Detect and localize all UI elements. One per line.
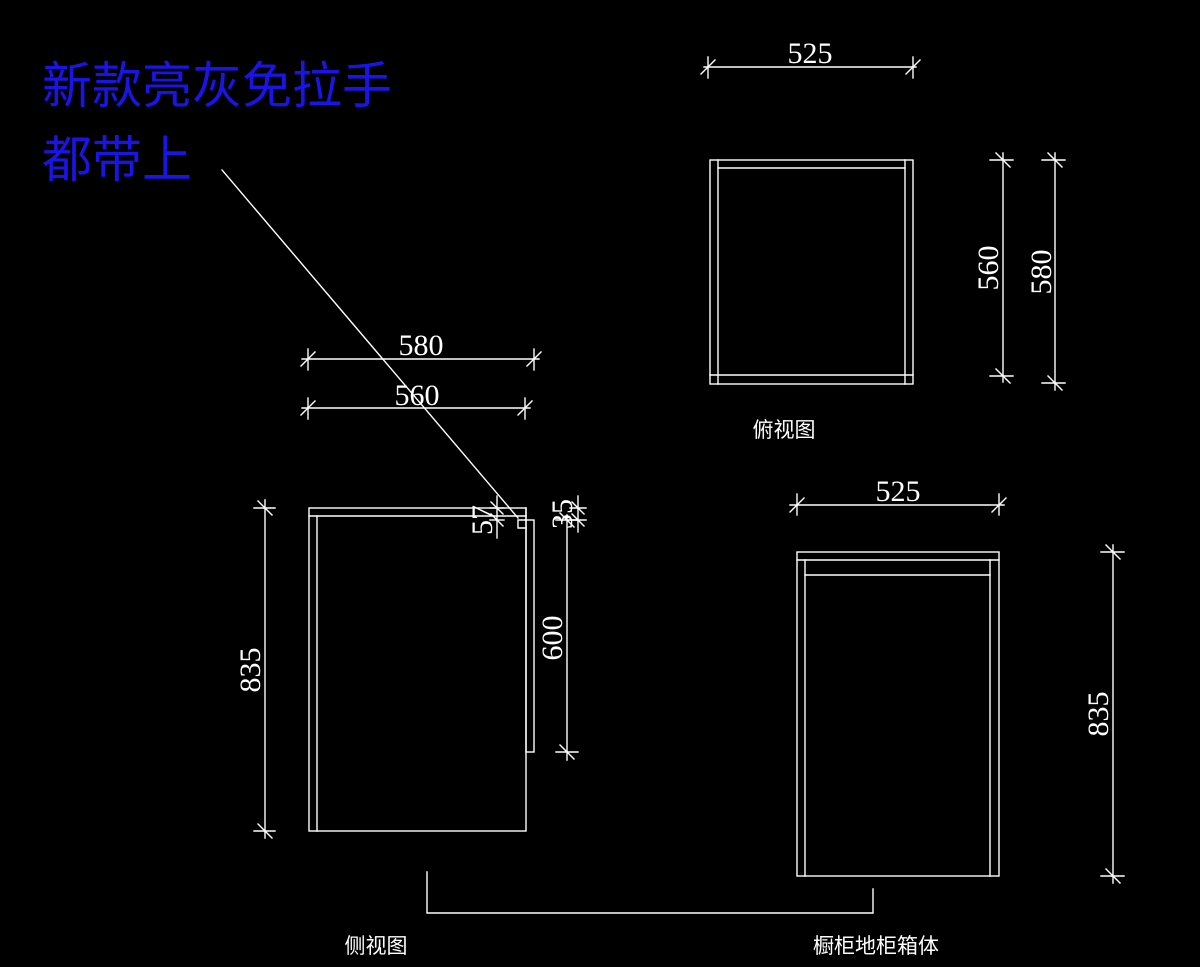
leader-line [221, 169, 519, 519]
front-view-height-dimension: 835 [1082, 544, 1125, 884]
front-view-outline [796, 551, 1000, 877]
side-view-gap-a-label: 57 [466, 505, 499, 535]
side-view-label: 侧视图 [345, 934, 408, 958]
side-view-height-dimension: 835 [234, 499, 276, 839]
front-view: 525 835 橱柜地柜箱体 [789, 475, 1125, 958]
front-view-width-label: 525 [876, 475, 921, 508]
side-view-depth-outer-dimension: 580 [300, 329, 542, 371]
group-bracket [426, 871, 874, 914]
side-view-door-height-label: 600 [536, 616, 569, 661]
top-view-width-dimension: 525 [700, 37, 921, 79]
side-view-door-panel [525, 519, 535, 753]
note-line-2: 都带上 [42, 131, 192, 189]
side-view-depth-outer-label: 580 [399, 329, 444, 362]
front-view-height-label: 835 [1082, 692, 1115, 737]
front-view-width-dimension: 525 [789, 475, 1007, 516]
top-view-depth-inner-label: 560 [972, 246, 1005, 291]
top-view-label: 俯视图 [753, 418, 816, 442]
top-view-depth-outer-label: 580 [1025, 250, 1058, 295]
side-view-door-height-dimension: 600 [536, 512, 579, 761]
side-view-gap-dimensions: 57 35 [466, 495, 587, 539]
side-view: 580 560 835 [234, 329, 587, 958]
top-view-outline [709, 159, 914, 385]
top-view-depth-inner-dimension: 560 [972, 152, 1014, 384]
top-view-width-label: 525 [788, 37, 833, 70]
top-view-depth-outer-dimension: 580 [1025, 152, 1066, 391]
side-view-depth-inner-dimension: 560 [300, 379, 533, 420]
side-view-outline [308, 507, 527, 832]
front-view-label: 橱柜地柜箱体 [813, 934, 939, 958]
side-view-gap-b-label: 35 [546, 499, 579, 529]
side-view-depth-inner-label: 560 [395, 379, 440, 412]
side-view-height-label: 835 [234, 648, 267, 693]
note-line-1: 新款亮灰免拉手 [42, 57, 392, 115]
top-view: 525 560 580 俯视图 [700, 37, 1066, 442]
